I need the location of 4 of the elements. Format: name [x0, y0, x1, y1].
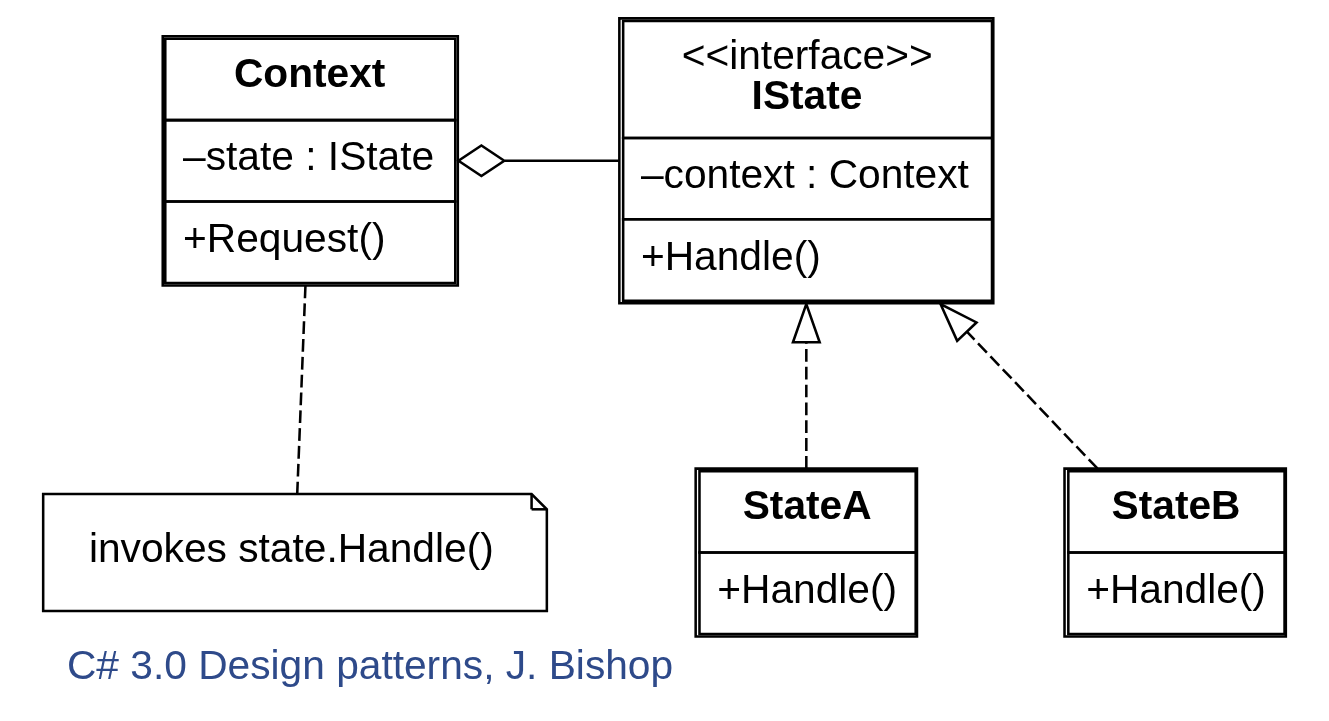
caption: C# 3.0 Design patterns, J. Bishop [66, 642, 674, 689]
arrow [937, 301, 1099, 470]
connector [296, 285, 307, 494]
connector [456, 144, 619, 178]
